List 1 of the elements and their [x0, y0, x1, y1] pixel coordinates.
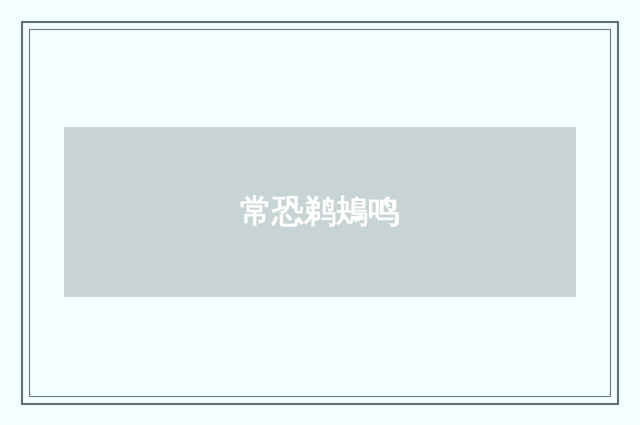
text-banner [64, 127, 576, 297]
